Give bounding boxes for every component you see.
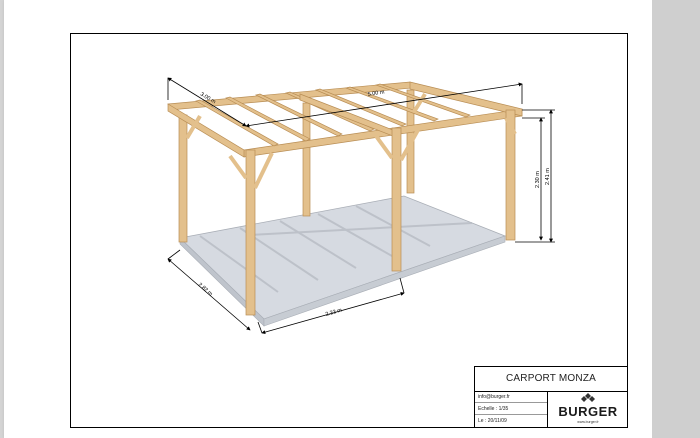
dim-height-outer: 2.41 m — [545, 168, 551, 185]
logo-text: BURGER — [558, 404, 618, 419]
drawing-frame — [70, 33, 628, 428]
front-posts — [245, 109, 516, 316]
drawing-scale: Echelle : 1/35 — [475, 403, 547, 415]
drawing-title: CARPORT MONZA — [475, 367, 627, 392]
drawing-date: Le : 20/11/09 — [478, 418, 507, 424]
burger-logo: BURGER www.burger.fr — [548, 391, 627, 428]
dimension-lines — [167, 77, 555, 335]
dim-length-top: 5.00 m — [367, 89, 385, 98]
burger-logo-icon — [581, 393, 595, 402]
logo-url: www.burger.fr — [577, 420, 599, 424]
roof-structure — [167, 81, 523, 158]
viewer-background — [652, 0, 700, 438]
title-block-info: info@burger.fr Echelle : 1/35 Le : 20/11… — [475, 391, 548, 428]
dim-span-bottom: 2.33 m — [325, 307, 343, 318]
concrete-slab — [179, 195, 507, 327]
dim-depth-bottom: 2.82 m — [197, 282, 214, 298]
dim-height-inner: 2.30 m — [535, 171, 541, 188]
contact-email: info@burger.fr — [475, 391, 547, 403]
title-block: CARPORT MONZA info@burger.fr Echelle : 1… — [474, 366, 628, 428]
